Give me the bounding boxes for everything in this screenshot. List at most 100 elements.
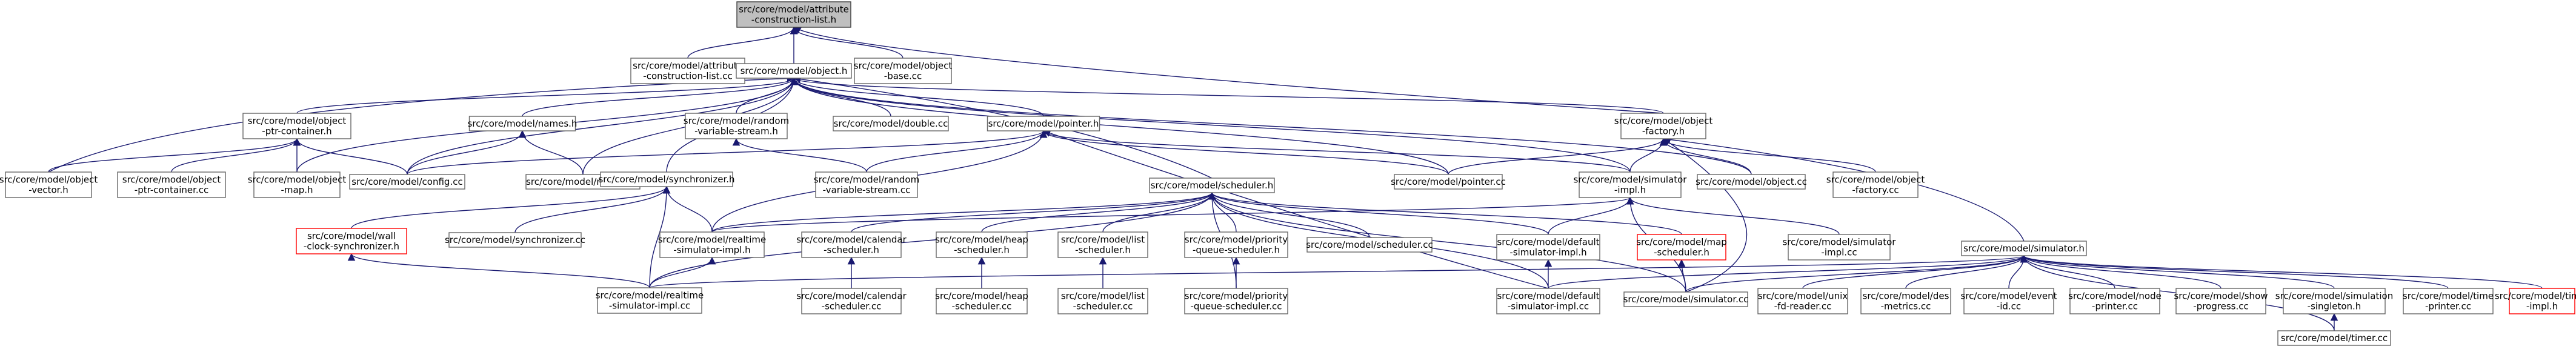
node-simulator-h[interactable]: src/core/model/simulator.h [1961, 241, 2087, 256]
edge-scheduler_h-to-rt_h [711, 191, 1216, 233]
node-ptr-container-h[interactable]: src/core/model/object-ptr-container.h [242, 113, 351, 139]
edge-names_h-to-names_cc [518, 130, 584, 175]
node-box [736, 1, 851, 28]
node-label-line: src/core/model/node [2068, 291, 2162, 302]
node-label-line: src/core/model/object [1614, 116, 1713, 127]
node-scheduler-h[interactable]: src/core/model/scheduler.h [1149, 178, 1275, 193]
node-label-line: -queue-scheduler.cc [1190, 301, 1282, 312]
node-label-line: -printer.cc [2092, 301, 2138, 312]
edge-ptr_container_h-to-config_cc [293, 138, 408, 175]
node-unix-cc[interactable]: src/core/model/unix-fd-reader.cc [1757, 288, 1848, 314]
node-heap-h[interactable]: src/core/model/heap-scheduler.h [935, 231, 1028, 258]
node-pq-cc[interactable]: src/core/model/priority-queue-scheduler.… [1184, 288, 1288, 314]
node-box [600, 171, 733, 187]
node-label-line: src/core/model/scheduler.h [1151, 180, 1274, 191]
node-label-line: src/core/model/list [1061, 291, 1145, 302]
node-pointer-cc[interactable]: src/core/model/pointer.cc [1391, 174, 1506, 190]
node-label-line: -impl.cc [1821, 247, 1857, 258]
node-ptr-container-cc[interactable]: src/core/model/object-ptr-container.cc [117, 171, 226, 198]
node-default-h[interactable]: src/core/model/default-simulator-impl.h [1496, 234, 1600, 261]
node-timer-cc[interactable]: src/core/model/timer.cc [2277, 330, 2391, 346]
node-label-line: src/core/model/simulator.h [1963, 243, 2085, 254]
node-box [833, 116, 949, 131]
edge-simimpl_h-to-simimpl_cc [1626, 196, 1840, 235]
node-label-line: src/core/model/show [2174, 291, 2268, 302]
node-event-cc[interactable]: src/core/model/event-id.cc [1961, 288, 2057, 314]
node-object-cc[interactable]: src/core/model/object.cc [1696, 174, 1807, 190]
node-mapsched-h[interactable]: src/core/model/map-scheduler.h [1636, 234, 1727, 261]
edge-ptr_container_h-to-ptr_container_cc [171, 138, 301, 173]
node-box [448, 232, 582, 248]
node-cal-cc[interactable]: src/core/model/calendar-scheduler.cc [796, 288, 907, 314]
node-rt-cc[interactable]: src/core/model/realtime-simulator-impl.c… [596, 287, 704, 314]
node-box [1149, 178, 1275, 193]
edge-pointer_h-to-pointer_cc [1039, 130, 1449, 175]
node-box [5, 171, 92, 198]
edge-object_h-to-pointer_cc [790, 77, 1449, 175]
node-list-cc[interactable]: src/core/model/list-scheduler.cc [1057, 288, 1148, 314]
node-double-cc[interactable]: src/core/model/double.cc [833, 116, 949, 131]
edge-scheduler_h-to-simulator_cc [1208, 191, 1686, 293]
node-sync-h[interactable]: src/core/model/synchronizer.h [598, 171, 735, 187]
node-label-line: -simulator-impl.h [1509, 247, 1586, 258]
node-label-line: src/core/model/synchronizer.cc [445, 234, 585, 245]
node-box [1394, 174, 1503, 190]
node-pq-h[interactable]: src/core/model/priority-queue-scheduler.… [1184, 231, 1288, 258]
node-list-h[interactable]: src/core/model/list-scheduler.h [1057, 231, 1148, 258]
node-random-h[interactable]: src/core/model/random-variable-stream.h [684, 113, 789, 139]
node-label-line: src/core/model/object [1826, 174, 1925, 185]
node-label-line: src/core/model/map [1636, 237, 1727, 248]
node-label-line: -impl.h [2526, 301, 2558, 312]
edge-sync_h-to-sync_cc [514, 185, 671, 233]
node-timerimpl-h[interactable]: src/core/model/timer-impl.h [2495, 288, 2576, 314]
edge-scheduler_h-to-scheduler_cc [1208, 191, 1370, 238]
node-box [1637, 234, 1726, 261]
node-label-line: src/core/model/object.h [741, 65, 848, 76]
node-label-line: src/core/model/calendar [796, 234, 907, 245]
node-box [1788, 234, 1891, 261]
node-heap-cc[interactable]: src/core/model/heap-scheduler.cc [935, 288, 1028, 314]
node-config-cc[interactable]: src/core/model/config.cc [349, 174, 465, 190]
node-show-cc[interactable]: src/core/model/show-progress.cc [2174, 288, 2268, 314]
node-root[interactable]: src/core/model/attribute-construction-li… [736, 1, 851, 28]
edge-root-to-acl_cc [687, 26, 798, 59]
node-label-line: -simulator-impl.h [673, 245, 750, 256]
node-box [736, 63, 852, 79]
node-simulator-cc[interactable]: src/core/model/simulator.cc [1623, 291, 1749, 307]
node-rt-h[interactable]: src/core/model/realtime-simulator-impl.h [658, 231, 767, 258]
node-object-base-cc[interactable]: src/core/model/object-base.cc [854, 58, 953, 84]
node-acl-cc[interactable]: src/core/model/attribute-construction-li… [630, 58, 745, 84]
node-simimpl-cc[interactable]: src/core/model/simulator-impl.cc [1783, 234, 1897, 261]
node-singleton-h[interactable]: src/core/model/simulation-singleton.h [2275, 288, 2393, 314]
node-des-cc[interactable]: src/core/model/des-metrics.cc [1860, 288, 1951, 314]
node-random-cc[interactable]: src/core/model/random-variable-stream.cc [814, 171, 919, 198]
node-label-line: src/core/model/attribute [739, 4, 849, 15]
node-nodeprinter-cc[interactable]: src/core/model/node-printer.cc [2068, 288, 2162, 314]
node-factory-cc[interactable]: src/core/model/object-factory.cc [1826, 171, 1925, 198]
node-label-line: src/core/model/unix [1758, 291, 1848, 302]
node-box [1832, 171, 1919, 198]
node-factory-h[interactable]: src/core/model/object-factory.h [1614, 113, 1713, 139]
node-sync-cc[interactable]: src/core/model/synchronizer.cc [445, 232, 585, 248]
edge-scheduler_h-to-heap_h [981, 191, 1216, 233]
edge-wall_h-to-rt_cc [347, 253, 650, 288]
node-map-h[interactable]: src/core/model/object-map.h [248, 171, 347, 198]
node-label-line: -variable-stream.h [694, 126, 778, 137]
node-box [597, 287, 702, 314]
edge-random_h-to-random_cc [732, 138, 867, 173]
node-label-line: -simulator-impl.cc [609, 301, 690, 311]
node-object-h[interactable]: src/core/model/object.h [736, 63, 852, 79]
node-wall-h[interactable]: src/core/model/wall-clock-synchronizer.h [296, 228, 407, 254]
node-scheduler-cc[interactable]: src/core/model/scheduler.cc [1306, 237, 1433, 253]
node-names-h[interactable]: src/core/model/names.h [468, 116, 577, 131]
node-default-cc[interactable]: src/core/model/default-simulator-impl.cc [1496, 288, 1600, 314]
node-box [253, 171, 341, 198]
node-timeprinter-cc[interactable]: src/core/model/time-printer.cc [2403, 288, 2494, 314]
node-vector-h[interactable]: src/core/model/object-vector.h [0, 171, 98, 198]
node-simimpl-h[interactable]: src/core/model/simulator-impl.h [1574, 171, 1688, 198]
node-label-line: -simulator-impl.cc [1508, 301, 1589, 312]
node-pointer-h[interactable]: src/core/model/pointer.h [987, 116, 1100, 131]
node-label-line: -queue-scheduler.h [1193, 245, 1280, 256]
node-cal-h[interactable]: src/core/model/calendar-scheduler.h [796, 231, 907, 258]
node-label-line: src/core/model/priority [1185, 234, 1288, 245]
